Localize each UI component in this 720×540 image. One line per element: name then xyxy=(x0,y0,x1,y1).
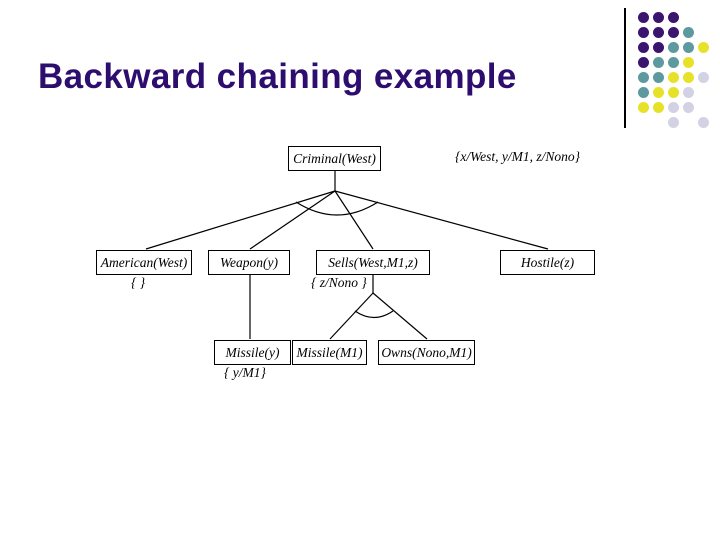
deco-dot xyxy=(683,42,694,53)
tree-node-sells: Sells(West,M1,z) xyxy=(316,250,430,275)
deco-dot xyxy=(653,72,664,83)
deco-dot xyxy=(638,87,649,98)
vertical-divider-line xyxy=(624,8,626,128)
tree-node-missile-m1: Missile(M1) xyxy=(292,340,367,365)
conjunction-arc-root xyxy=(295,201,379,216)
edge-root-to-american xyxy=(145,190,336,250)
tree-node-criminal: Criminal(West) xyxy=(288,146,381,171)
deco-dot xyxy=(668,27,679,38)
deco-dot xyxy=(653,102,664,113)
edge-root-to-sells xyxy=(334,190,374,250)
deco-dot xyxy=(653,42,664,53)
deco-dot xyxy=(668,72,679,83)
deco-dot xyxy=(683,57,694,68)
tree-node-american: American(West) xyxy=(96,250,192,275)
deco-dot xyxy=(683,72,694,83)
american-binding: { } xyxy=(131,275,146,290)
tree-node-hostile: Hostile(z) xyxy=(500,250,595,275)
sells-binding: { z/Nono } xyxy=(311,275,367,290)
deco-dot xyxy=(668,12,679,23)
edge-root-to-weapon xyxy=(249,190,336,250)
deco-dot xyxy=(653,87,664,98)
deco-dot xyxy=(698,117,709,128)
deco-dot xyxy=(698,42,709,53)
deco-dot xyxy=(668,87,679,98)
deco-dot xyxy=(683,27,694,38)
missile-y-binding: { y/M1} xyxy=(224,365,266,380)
deco-dot xyxy=(683,102,694,113)
deco-dot xyxy=(668,42,679,53)
edge-sells-to-missile-m1 xyxy=(329,292,374,340)
deco-dot xyxy=(653,57,664,68)
page-title: Backward chaining example xyxy=(38,57,517,96)
tree-node-missile-y: Missile(y) xyxy=(214,340,291,365)
deco-dot xyxy=(668,102,679,113)
deco-dot xyxy=(638,27,649,38)
edge-sells-to-owns xyxy=(372,292,428,340)
deco-dot xyxy=(653,12,664,23)
edge-root-to-hostile xyxy=(334,190,549,250)
deco-dot xyxy=(638,12,649,23)
deco-dot xyxy=(653,27,664,38)
deco-dot xyxy=(638,57,649,68)
deco-dot xyxy=(683,87,694,98)
tree-node-weapon: Weapon(y) xyxy=(208,250,290,275)
deco-dot xyxy=(698,72,709,83)
deco-dot xyxy=(638,42,649,53)
conjunction-arc-sells xyxy=(354,310,394,319)
tree-node-owns: Owns(Nono,M1) xyxy=(378,340,475,365)
deco-dot xyxy=(638,72,649,83)
decorative-dot-grid xyxy=(618,0,720,135)
deco-dot xyxy=(668,117,679,128)
root-binding: {x/West, y/M1, z/Nono} xyxy=(455,149,581,164)
deco-dot xyxy=(638,102,649,113)
deco-dot xyxy=(668,57,679,68)
